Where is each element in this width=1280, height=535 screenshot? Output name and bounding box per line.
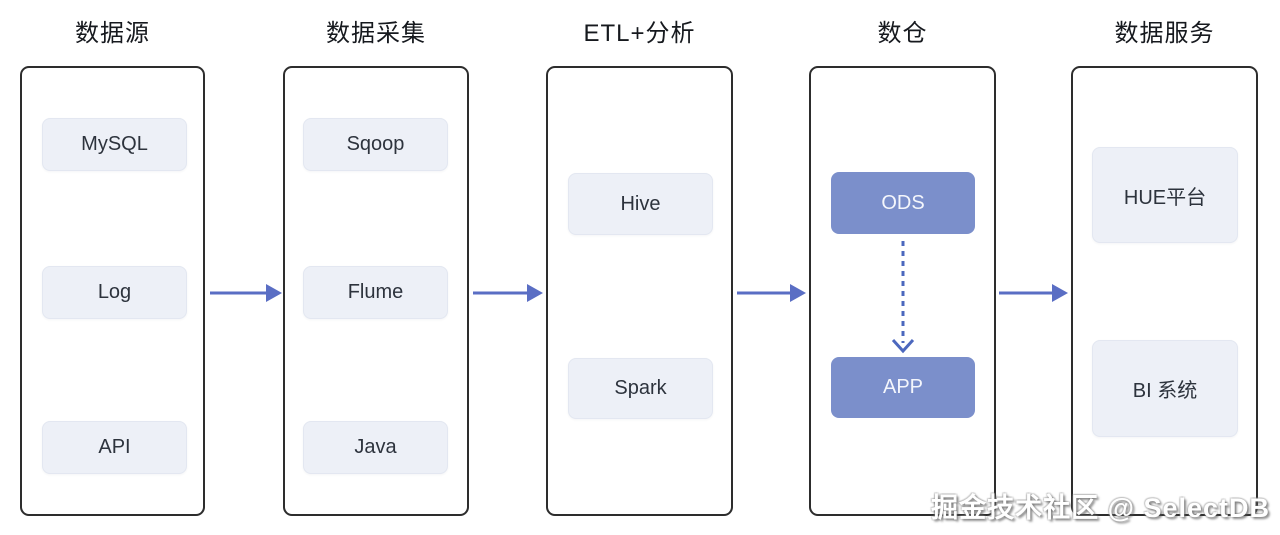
node-log: Log [42, 266, 187, 319]
node-spark: Spark [568, 358, 713, 419]
column-title-dataservice: 数据服务 [1114, 20, 1215, 47]
column-title-collection: 数据采集 [326, 20, 426, 47]
panel-warehouse [809, 66, 996, 516]
stage-arrow-4 [999, 284, 1068, 302]
node-app: APP [831, 357, 975, 418]
stage-arrow-2 [473, 284, 543, 302]
column-title-warehouse: 数仓 [877, 20, 928, 47]
node-api: API [42, 421, 187, 474]
column-title-datasource: 数据源 [75, 20, 150, 47]
node-bi-system: BI 系统 [1092, 340, 1238, 437]
node-ods: ODS [831, 172, 975, 234]
node-sqoop: Sqoop [303, 118, 448, 171]
panel-dataservice [1071, 66, 1258, 516]
node-hue-platform: HUE平台 [1092, 147, 1238, 243]
column-title-etl: ETL+分析 [583, 20, 696, 47]
node-flume: Flume [303, 266, 448, 319]
node-mysql: MySQL [42, 118, 187, 171]
panel-etl [546, 66, 733, 516]
node-hive: Hive [568, 173, 713, 235]
stage-arrow-1 [210, 284, 282, 302]
stage-arrow-3 [737, 284, 806, 302]
watermark: 掘金技术社区 @ SelectDB [931, 493, 1270, 523]
node-java: Java [303, 421, 448, 474]
